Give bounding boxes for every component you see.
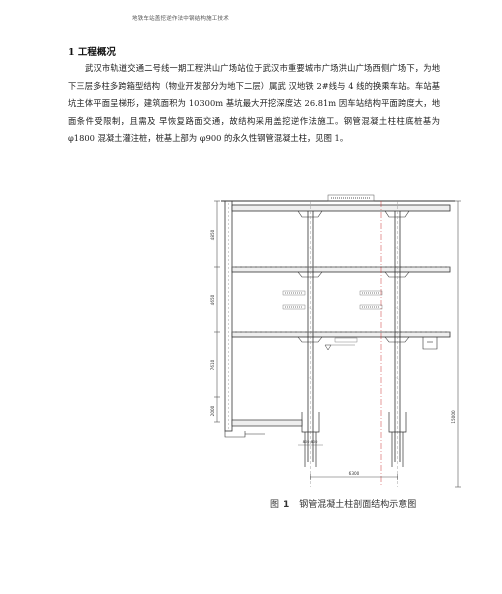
- caption-text: 钢管混凝土柱剖面结构示意图: [299, 500, 417, 510]
- caption-label: 图: [270, 500, 280, 510]
- body-paragraph: 武汉市轨道交通二号线一期工程洪山广场站位于武汉市重要城市广场洪山广场西侧广场下，…: [68, 63, 440, 144]
- dim-left-1: 4850: [210, 229, 215, 240]
- dim-right-1: 15000: [451, 410, 456, 424]
- dim-left-2: 4650: [210, 294, 215, 305]
- dim-bottom: 6300: [349, 471, 360, 476]
- dim-left-3: 7610: [210, 359, 215, 370]
- dim-small-bottom: 800 800: [303, 440, 319, 444]
- section-title: 1 工程概况: [68, 47, 116, 58]
- page-header: 地铁车站盖挖逆作法中钢结构施工技术: [132, 16, 229, 22]
- caption-number: 1: [283, 500, 290, 510]
- dim-left-4: 2000: [210, 405, 215, 416]
- figure-1: 4850 4650 7610 2000 15000: [205, 187, 470, 499]
- column-section-drawing: 4850 4650 7610 2000 15000: [210, 194, 461, 488]
